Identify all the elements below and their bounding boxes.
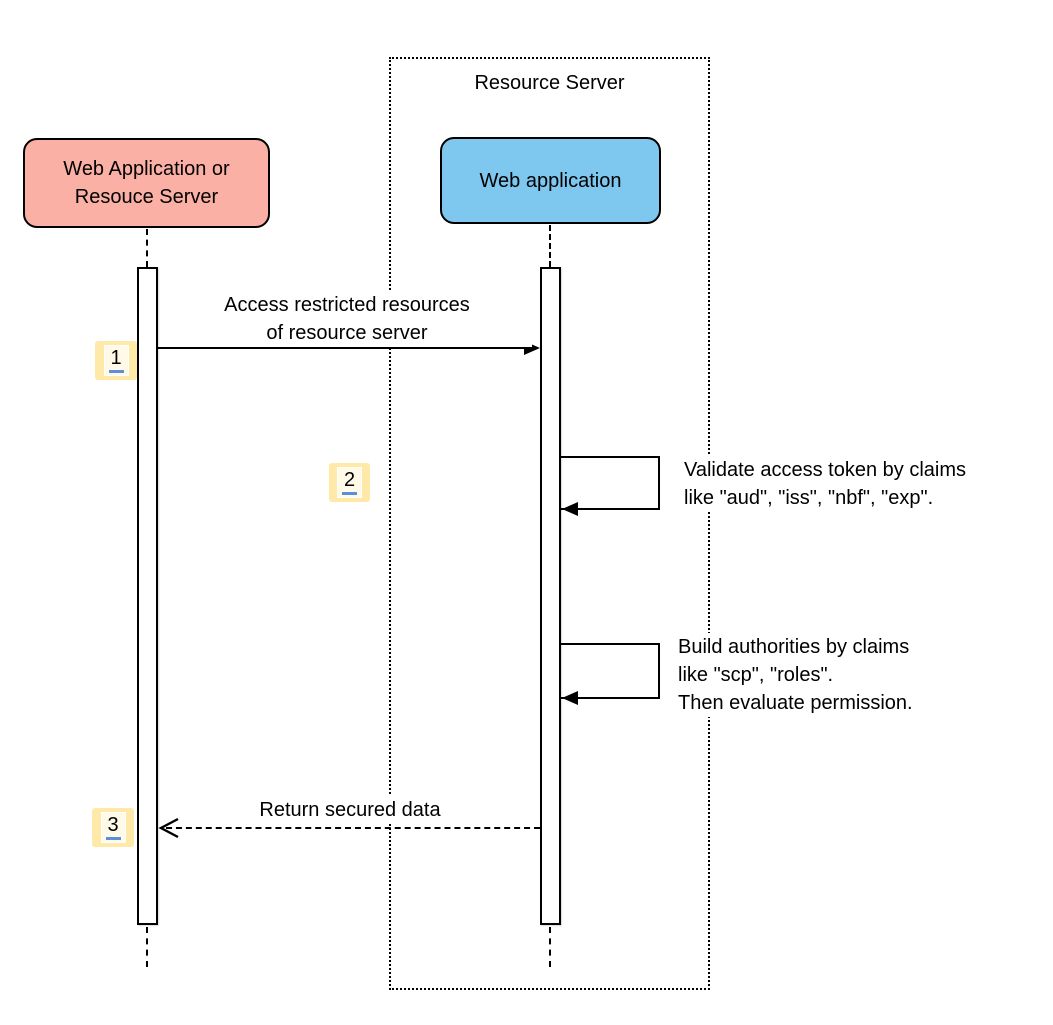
message-access-label-line1: Access restricted resources [224, 294, 470, 316]
filled-arrowhead-left-icon [562, 502, 578, 516]
activation-bar-client [137, 267, 158, 925]
step-badge-1[interactable]: 1 [95, 341, 137, 380]
step-badge-3[interactable]: 3 [92, 808, 134, 847]
resource-server-boundary [389, 57, 710, 990]
self-message-build-loop [561, 643, 660, 699]
message-access-label: Access restricted resources of resource … [162, 291, 532, 347]
actor-web-application: Web application [440, 137, 661, 224]
lifeline-client-top [146, 229, 148, 267]
link-underline-icon [108, 370, 124, 373]
message-access-line [158, 347, 526, 349]
self-message-build-line2: like "scp", "roles". [678, 664, 834, 686]
step-badge-3-inner: 3 [100, 812, 126, 843]
actor-client-label-line2: Resouce Server [74, 186, 219, 208]
message-return-line1: Return secured data [259, 799, 441, 821]
self-message-build-line1: Build authorities by claims [678, 636, 910, 658]
message-access-label-line2: of resource server [266, 322, 428, 344]
step-badge-2-inner: 2 [337, 467, 362, 498]
lifeline-server-bottom [549, 927, 551, 967]
message-return-line [166, 827, 540, 829]
actor-web-application-label: Web application [479, 169, 622, 192]
self-message-validate-label: Validate access token by claims like "au… [682, 456, 968, 512]
lifeline-client-bottom [146, 927, 148, 967]
step-badge-3-number: 3 [107, 814, 119, 836]
self-message-validate-loop [561, 456, 660, 510]
link-underline-icon [342, 492, 357, 495]
step-badge-1-number: 1 [110, 347, 122, 369]
actor-client-label-line1: Web Application or [63, 158, 230, 180]
message-return-label: Return secured data [235, 796, 465, 824]
activation-bar-server [540, 267, 561, 925]
filled-arrowhead-left-icon [562, 691, 578, 705]
self-message-build-label: Build authorities by claims like "scp", … [676, 633, 915, 717]
link-underline-icon [105, 837, 121, 840]
step-badge-2-number: 2 [343, 469, 356, 491]
self-message-validate-line1: Validate access token by claims [684, 459, 966, 481]
self-message-build-line3: Then evaluate permission. [678, 692, 913, 714]
boundary-title: Resource Server [474, 72, 625, 94]
step-badge-2[interactable]: 2 [329, 463, 370, 502]
lifeline-server-top [549, 225, 551, 267]
actor-client: Web Application or Resouce Server [23, 138, 270, 228]
step-badge-1-inner: 1 [103, 345, 129, 376]
self-message-validate-line2: like "aud", "iss", "nbf", "exp". [684, 487, 934, 509]
open-arrowhead-left-icon [158, 817, 179, 839]
